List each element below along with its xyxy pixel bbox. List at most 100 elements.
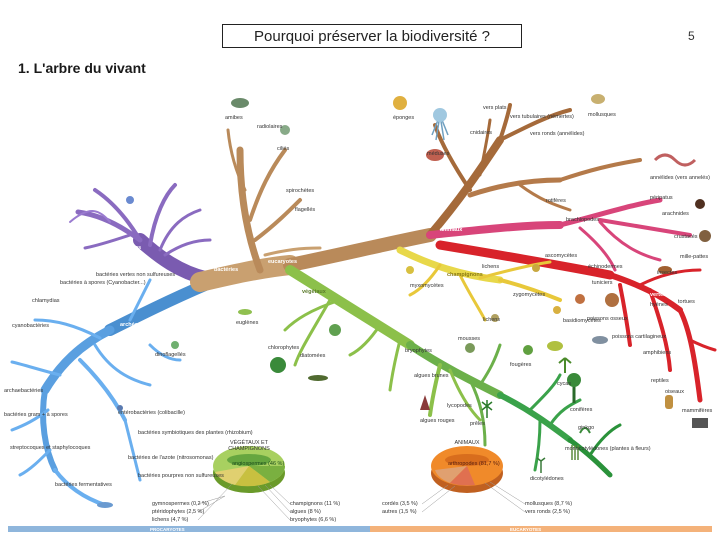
label-streptocoques: streptocoques et staphylocoques <box>10 445 91 451</box>
label-mollusques: mollusques <box>588 112 616 118</box>
label-tortues: tortues <box>678 299 695 305</box>
label-bacteries-pourpres: bactéries pourpres non sulfureuses <box>138 473 224 479</box>
plants-pie <box>213 446 285 493</box>
label-monocotyledones: monocotylédones (plantes à fleurs) <box>565 446 651 452</box>
organism-thumbnails <box>97 94 711 508</box>
label-cnidaires: cnidaires <box>470 130 493 136</box>
label-euglenes: euglènes <box>236 320 259 326</box>
label-crustaces: crustacés <box>674 234 698 240</box>
page-number: 5 <box>688 29 695 43</box>
label-radiolaires: radiolaires <box>257 124 283 130</box>
legend-item: algues (8 %) <box>290 509 321 515</box>
legend-item: champignons (11 %) <box>290 501 341 507</box>
label-cyanobacteries: cyanobactéries <box>12 323 49 329</box>
eucaryotes-band <box>370 526 712 532</box>
label-lichens: lichens <box>483 317 501 323</box>
label-vers-tubes: vers tubulaires (némertes) <box>510 114 574 120</box>
label-algues-brunes: algues brunes <box>414 373 449 379</box>
legend-item: lichens (4,7 %) <box>152 517 189 523</box>
legend-item: ptéridophytes (2,5 %) <box>152 509 205 515</box>
branch-label-animaux: animaux <box>440 227 463 233</box>
branch-label-champignons: champignons <box>447 272 483 278</box>
label-mille-pattes: mille-pattes <box>680 254 709 260</box>
slide-title: Pourquoi préserver la biodiversité ? <box>222 24 522 48</box>
label-diatomees: diatomées <box>300 353 326 359</box>
label-fougeres: fougères <box>510 362 532 368</box>
label-zygomycetes: zygomycètes <box>513 292 546 298</box>
animals-legend-left: cordés (3,5 %) autres (1,5 %) <box>382 500 418 516</box>
branch-label-protistes: protistes <box>118 245 142 251</box>
label-myxomycetes: myxomycètes <box>410 283 444 289</box>
label-meduses: méduses <box>427 151 450 157</box>
eucaryotes-band-label: EUCARYOTES <box>510 527 542 532</box>
branch-label-eucaryotes: eucaryotes <box>268 259 298 265</box>
branch-label-vegetaux: végétaux <box>302 289 326 295</box>
label-poissons-osseux: poissons osseux <box>587 316 628 322</box>
bacteria-branch <box>69 183 212 285</box>
label-rotiferes: rotifères <box>546 198 566 204</box>
animals-pie-title: ANIMAUX <box>454 440 480 446</box>
plants-pie-center-label: angiospermes (46 %) <box>232 461 285 467</box>
label-spirochetes: spirochètes <box>286 188 315 194</box>
label-bacteries-azote: bactéries de l'azote (nitrosomonas) <box>128 455 214 461</box>
label-bacteries-spores: bactéries à spores (Cyanobacter...) <box>60 280 146 286</box>
label-bacteries-vertes: bactéries vertes non sulfureuses <box>96 272 176 278</box>
label-dicotyledones: dicotylédones <box>530 476 564 482</box>
label-insectes: insectes <box>657 270 678 276</box>
label-hyenes: hyènes <box>650 302 668 308</box>
label-lycopodes: lycopodes <box>447 403 472 409</box>
eukaryote-branches <box>226 103 717 478</box>
label-lichens-fungi: lichens <box>482 264 500 270</box>
label-eponges: éponges <box>393 115 415 121</box>
label-amphibiens: amphibiens <box>643 350 672 356</box>
label-cilies: ciliés <box>277 146 290 152</box>
label-ginkgo: ginkgo <box>578 425 595 431</box>
label-mousses: mousses <box>458 336 481 342</box>
procaryotes-band-label: PROCARYOTES <box>150 527 185 532</box>
label-echinodermes: échinodermes <box>588 264 623 270</box>
label-reptiles: reptiles <box>651 378 669 384</box>
label-algues-rouges: algues rouges <box>420 418 455 424</box>
label-archaebacteries: archaebactéries <box>4 388 44 394</box>
legend-item: autres (1,5 %) <box>382 509 417 515</box>
label-basidiomycetes: basidiomycètes <box>563 318 601 324</box>
label-amibes: amibes <box>225 115 243 121</box>
label-bacteries-symb: bactéries symbiotiques des plantes (rhiz… <box>138 430 253 436</box>
label-vers-plats: vers plats <box>483 105 507 111</box>
branch-label-vertebres: vertébrés <box>650 292 675 298</box>
plants-legend-right: champignons (11 %) algues (8 %) bryophyt… <box>290 500 340 524</box>
label-dinoflagelles: dinoflagellés <box>155 352 186 358</box>
section-heading: 1. L'arbre du vivant <box>18 60 146 76</box>
label-arachnides: arachnides <box>662 211 689 217</box>
label-annelides: annélides (vers annelés) <box>650 175 710 181</box>
legend-item: gymnospermes (0,2 %) <box>152 501 209 507</box>
plants-pie-title: VÉGÉTAUX ET CHAMPIGNONS <box>228 440 270 452</box>
animals-legend-right: mollusques (8,7 %) vers ronds (2,5 %) <box>525 500 572 516</box>
branch-label-archees: archées <box>120 322 141 328</box>
label-enterobacteries: entérobactéries (colibacille) <box>118 410 185 416</box>
procaryotes-band <box>8 526 370 532</box>
legend-item: bryophytes (6,6 %) <box>290 517 337 523</box>
label-bacteries-gram: bactéries gram + à spores <box>4 412 68 418</box>
legend-item: cordés (3,5 %) <box>382 501 418 507</box>
label-ascomycetes: ascomycètes <box>545 253 578 259</box>
label-flagelles: flagellés <box>295 207 316 213</box>
animals-pie-center-label: arthropodes (81,7 %) <box>448 461 500 467</box>
label-tuniciers: tuniciers <box>592 280 613 286</box>
label-conifers: conifères <box>570 407 593 413</box>
label-vers-ronds: vers ronds (annélides) <box>530 131 585 137</box>
label-cycas: cycas <box>557 381 572 387</box>
label-preles: prêles <box>470 421 485 427</box>
legend-item: vers ronds (2,5 %) <box>525 509 570 515</box>
label-poissons: poissons cartilagineux <box>612 334 667 340</box>
branch-label-bacteries: bactéries <box>214 267 239 273</box>
plants-legend-left: gymnospermes (0,2 %) ptéridophytes (2,5 … <box>152 500 209 524</box>
label-peripatus: péripatus <box>650 195 673 201</box>
label-bacteries-fermentation: bactéries fermentatives <box>55 482 112 488</box>
label-brachiopodes: brachiopodes <box>566 217 600 223</box>
label-oiseaux: oiseaux <box>665 389 684 395</box>
legend-item: mollusques (8,7 %) <box>525 501 573 507</box>
trunk <box>190 255 300 292</box>
